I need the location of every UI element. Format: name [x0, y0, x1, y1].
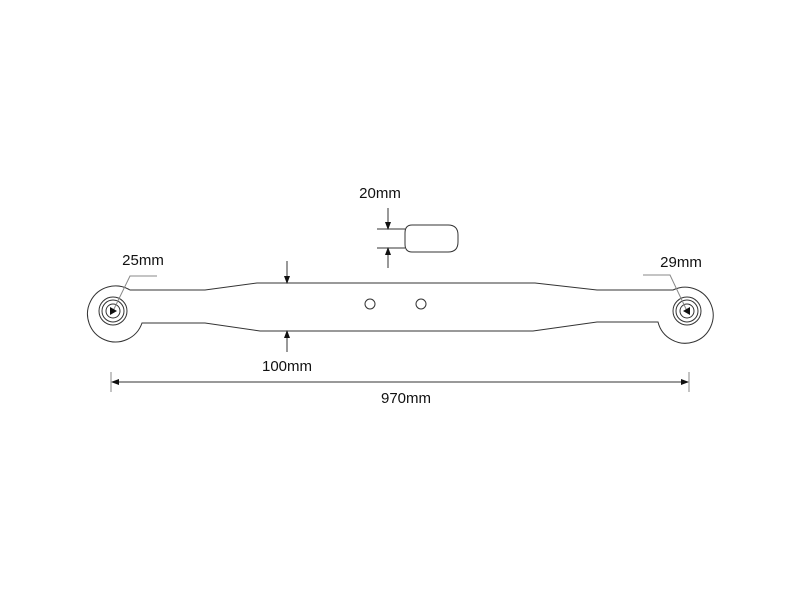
overall-length-label: 970mm: [381, 390, 431, 407]
left-bore-leader: [112, 275, 157, 312]
right-eye-bushing: [672, 296, 702, 326]
right-bore-label: 29mm: [660, 254, 702, 271]
bar-hole: [415, 298, 427, 310]
bar-hole: [364, 298, 376, 310]
right-bore-leader: [643, 274, 688, 312]
overall-length-dimension: [110, 372, 690, 392]
thickness-section-view: [377, 208, 459, 268]
left-bore-label: 25mm: [122, 252, 164, 269]
width-label: 100mm: [262, 358, 312, 375]
left-eye-bushing: [98, 296, 128, 326]
thickness-label: 20mm: [359, 185, 401, 202]
arm-outline: [87, 282, 714, 344]
arrow-icon: [110, 307, 117, 315]
arrow-icon: [683, 307, 690, 315]
